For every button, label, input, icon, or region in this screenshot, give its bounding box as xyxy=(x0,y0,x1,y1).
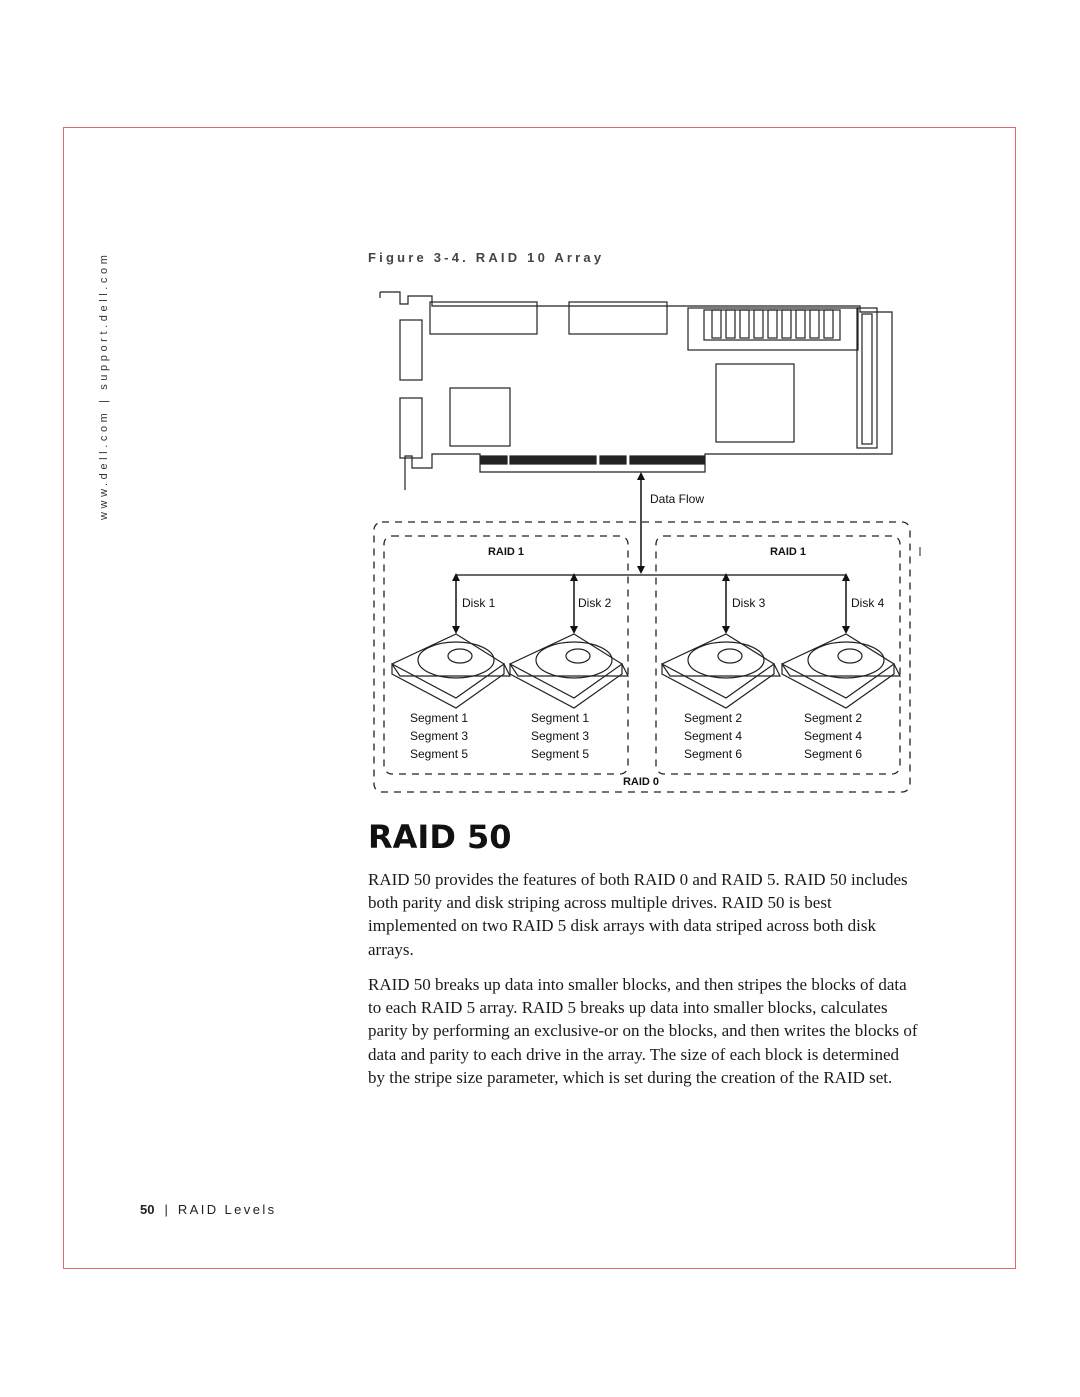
disk-4-segment: Segment 4 xyxy=(804,729,862,743)
footer-section-title: RAID Levels xyxy=(177,1202,277,1217)
raid-1-group-box-left xyxy=(383,535,629,775)
section-heading: RAID 50 xyxy=(368,818,512,856)
raid-10-diagram: Data Flow RAID 0 RAID 1 RAID 1 Di xyxy=(373,291,921,793)
disk-1-segment: Segment 5 xyxy=(410,747,468,761)
page-number: 50 xyxy=(140,1202,155,1217)
disk-1-segment: Segment 3 xyxy=(410,729,468,743)
raid-0-group-box xyxy=(373,521,911,793)
disk-2-label: Disk 2 xyxy=(578,596,612,610)
disk-4-segment: Segment 2 xyxy=(804,711,862,725)
disk-3-segment: Segment 2 xyxy=(684,711,742,725)
side-url: www.dell.com | support.dell.com xyxy=(98,251,110,520)
raid-1-label-left: RAID 1 xyxy=(488,546,524,558)
page-border xyxy=(63,127,1016,1269)
memory-slot xyxy=(711,309,834,339)
disk-3-label: Disk 3 xyxy=(732,596,766,610)
raid-1-label-right: RAID 1 xyxy=(770,546,806,558)
disk-2 xyxy=(509,573,629,709)
disk-4 xyxy=(781,573,901,709)
disk-3-segment: Segment 4 xyxy=(684,729,742,743)
disk-4-segment: Segment 6 xyxy=(804,747,862,761)
disk-2-segment: Segment 3 xyxy=(531,729,589,743)
raid-0-label: RAID 0 xyxy=(623,776,659,788)
footer-separator: | xyxy=(164,1202,168,1217)
body-paragraph: RAID 50 breaks up data into smaller bloc… xyxy=(368,975,918,1087)
figure-caption: Figure 3-4. RAID 10 Array xyxy=(368,250,605,265)
page-footer: 50 | RAID Levels xyxy=(140,1202,277,1217)
data-flow-label: Data Flow xyxy=(650,492,704,506)
disk-1-segment: Segment 1 xyxy=(410,711,468,725)
disk-1-label: Disk 1 xyxy=(462,596,496,610)
disk-4-label: Disk 4 xyxy=(851,596,885,610)
body-paragraph: RAID 50 provides the features of both RA… xyxy=(368,870,908,959)
pci-edge-connector xyxy=(480,455,705,465)
disk-2-segment: Segment 5 xyxy=(531,747,589,761)
disk-2-segment: Segment 1 xyxy=(531,711,589,725)
raid-controller-card xyxy=(379,291,893,490)
raid-1-group-box-right xyxy=(655,535,901,775)
disk-3 xyxy=(661,573,781,709)
disk-1 xyxy=(391,573,511,709)
disk-3-segment: Segment 6 xyxy=(684,747,742,761)
